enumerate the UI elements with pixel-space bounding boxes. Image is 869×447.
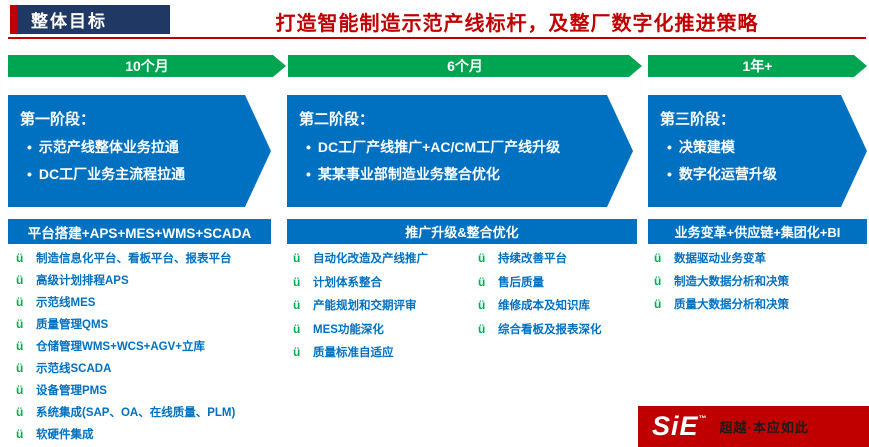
list-item: ü 高级计划排程APS xyxy=(16,273,129,287)
list-item: ü 计划体系整合 xyxy=(293,274,382,289)
list-item: ü 制造大数据分析和决策 xyxy=(654,274,789,288)
rollout-item-list-col2: ü 持续改善平台 ü 售后质量 ü 维修成本及知识库 ü 综合看板及报表深化 xyxy=(478,251,643,345)
platform-item-list: ü 制造信息化平台、看板平台、报表平台 ü 高级计划排程APS ü 示范线MES… xyxy=(16,251,272,447)
list-item: ü 软硬件集成 xyxy=(16,427,94,441)
phase-3-item: • 数字化运营升级 xyxy=(667,165,831,183)
list-item: ü 质量管理QMS xyxy=(16,317,109,331)
list-item: ü MES功能深化 xyxy=(293,321,384,336)
check-mark-icon: ü xyxy=(654,251,662,265)
phase-block-3: 第三阶段： • 决策建模 • 数字化运营升级 xyxy=(648,95,867,207)
check-mark-icon: ü xyxy=(16,251,24,265)
phase-3-item-text: 数字化运营升级 xyxy=(678,166,777,183)
check-mark-icon: ü xyxy=(478,298,486,312)
list-item: ü 示范线SCADA xyxy=(16,361,112,375)
check-mark-icon: ü xyxy=(654,297,662,311)
phase-2-item: • DC工厂产线推广+AC/CM工厂产线升级 xyxy=(306,138,597,156)
list-item: ü 示范线MES xyxy=(16,295,96,309)
list-item: ü 制造信息化平台、看板平台、报表平台 xyxy=(16,251,232,265)
page-title: 打造智能制造示范产线标杆，及整厂数字化推进策略 xyxy=(275,13,759,35)
check-mark-icon: ü xyxy=(16,295,24,309)
footer-logo-bar: SiE™ 超越·本应如此 xyxy=(638,406,869,447)
check-mark-icon: ü xyxy=(293,251,301,265)
check-mark-icon: ü xyxy=(293,274,301,289)
header-underline xyxy=(8,37,866,39)
check-mark-icon: ü xyxy=(478,274,486,289)
phase-3-item: • 决策建模 xyxy=(667,138,831,156)
phase-block-2: 第二阶段： • DC工厂产线推广+AC/CM工厂产线升级 • 某某事业部制造业务… xyxy=(287,95,633,207)
list-item: ü 系统集成(SAP、OA、在线质量、PLM) xyxy=(16,405,236,419)
check-mark-icon: ü xyxy=(16,383,24,397)
phase-2-item: • 某某事业部制造业务整合优化 xyxy=(306,165,597,183)
list-item: ü 质量大数据分析和决策 xyxy=(654,297,789,311)
timeline-arrow-2-label: 6个月 xyxy=(447,58,483,74)
list-item: ü 售后质量 xyxy=(478,274,544,289)
list-item: ü 自动化改造及产线推广 xyxy=(293,251,428,265)
phase-2-item-text: 某某事业部制造业务整合优化 xyxy=(317,166,500,183)
check-mark-icon: ü xyxy=(293,321,301,336)
check-mark-icon: ü xyxy=(16,339,24,353)
phase-1-item: • DC工厂业务主流程拉通 xyxy=(27,165,235,183)
section-header-business: 业务变革+供应链+集团化+BI xyxy=(648,219,867,244)
check-mark-icon: ü xyxy=(16,361,24,375)
list-item: ü 产能规划和交期评审 xyxy=(293,298,417,312)
timeline-arrow-3: 1年+ xyxy=(648,55,867,77)
header-section-label: 整体目标 xyxy=(31,12,107,31)
list-item: ü 质量标准自适应 xyxy=(293,345,394,359)
list-item: ü 维修成本及知识库 xyxy=(478,298,590,312)
timeline-arrow-1-label: 10个月 xyxy=(125,58,169,74)
bullet-dot-icon: • xyxy=(667,166,672,183)
timeline-arrow-3-label: 1年+ xyxy=(742,58,773,74)
timeline-arrow-1: 10个月 xyxy=(8,55,286,77)
phase-1-item-text: 示范产线整体业务拉通 xyxy=(38,139,179,155)
list-item: ü 设备管理PMS xyxy=(16,383,107,397)
trademark-symbol: ™ xyxy=(698,414,708,423)
sie-logo-text: SiE xyxy=(652,411,699,441)
timeline-arrow-2: 6个月 xyxy=(288,55,642,77)
bullet-dot-icon: • xyxy=(27,166,32,183)
sie-logo: SiE™ xyxy=(652,413,708,440)
check-mark-icon: ü xyxy=(16,317,24,331)
phase-1-title: 第一阶段： xyxy=(20,111,96,128)
phase-2-title: 第二阶段： xyxy=(299,111,375,128)
list-item: ü 仓储管理WMS+WCS+AGV+立库 xyxy=(16,339,206,353)
phase-3-title: 第三阶段： xyxy=(660,111,736,128)
section-header-rollout: 推广升级&整合优化 xyxy=(287,219,637,244)
check-mark-icon: ü xyxy=(478,251,486,265)
header-label-box: 整体目标 xyxy=(10,5,170,34)
bullet-dot-icon: • xyxy=(667,139,672,155)
footer-slogan: 超越·本应如此 xyxy=(719,420,809,435)
phase-3-item-text: 决策建模 xyxy=(678,139,735,155)
phase-1-item-text: DC工厂业务主流程拉通 xyxy=(38,166,186,183)
check-mark-icon: ü xyxy=(654,274,662,288)
check-mark-icon: ü xyxy=(16,427,24,441)
business-item-list: ü 数据驱动业务变革 ü 制造大数据分析和决策 ü 质量大数据分析和决策 xyxy=(654,251,864,320)
phase-1-item: • 示范产线整体业务拉通 xyxy=(27,138,235,156)
bullet-dot-icon: • xyxy=(306,139,311,155)
rollout-item-list-col1: ü 自动化改造及产线推广 ü 计划体系整合 ü 产能规划和交期评审 ü MES功… xyxy=(293,251,475,369)
list-item: ü 持续改善平台 xyxy=(478,251,567,265)
phase-2-item-text: DC工厂产线推广+AC/CM工厂产线升级 xyxy=(317,139,561,155)
check-mark-icon: ü xyxy=(293,345,301,359)
check-mark-icon: ü xyxy=(478,321,486,336)
list-item: ü 数据驱动业务变革 xyxy=(654,251,766,265)
check-mark-icon: ü xyxy=(16,405,24,419)
bullet-dot-icon: • xyxy=(27,139,32,155)
check-mark-icon: ü xyxy=(293,298,301,312)
header-red-accent-bar xyxy=(10,5,17,34)
list-item: ü 综合看板及报表深化 xyxy=(478,321,602,336)
phase-block-1: 第一阶段： • 示范产线整体业务拉通 • DC工厂业务主流程拉通 xyxy=(8,95,271,207)
bullet-dot-icon: • xyxy=(306,166,311,183)
section-header-platform: 平台搭建+APS+MES+WMS+SCADA xyxy=(8,219,271,244)
check-mark-icon: ü xyxy=(16,273,24,287)
